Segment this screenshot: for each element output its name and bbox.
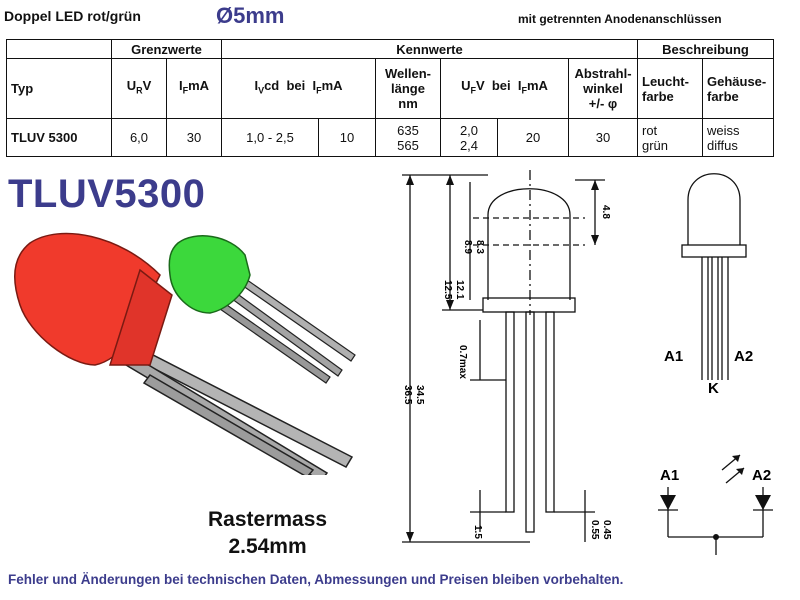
cell-wavelength: 635 565	[375, 118, 441, 157]
cell-if: 30	[166, 118, 222, 157]
schematic-label-a2: A2	[752, 467, 771, 484]
cell-iv: 1,0 - 2,5	[221, 118, 319, 157]
led-dome-outline	[487, 188, 571, 300]
cell-case: weiss diffus	[702, 118, 774, 157]
raster-line-1: Rastermass	[208, 508, 328, 531]
diode-a2-icon	[755, 495, 771, 510]
dimension-drawing: 36.5 34.5 12.5 12.1 8.9 8.3 4.8 0.7max 1…	[402, 170, 612, 543]
group-values: Kennwerte	[221, 39, 638, 59]
dim-1-5: 1.5	[472, 525, 483, 539]
dim-12-5: 12.5	[442, 280, 453, 300]
dim-0-7max: 0.7max	[457, 345, 468, 379]
header-size: Ø5mm	[216, 3, 285, 28]
dim-36-5: 36.5	[402, 385, 413, 405]
schematic-label-a1: A1	[660, 467, 679, 484]
col-type: Typ	[6, 58, 112, 119]
col-iv: IVcd bei IFmA	[221, 58, 376, 119]
col-angle: Abstrahl- winkel +/- φ	[568, 58, 638, 119]
group-description: Beschreibung	[637, 39, 774, 59]
cell-iv-if: 10	[318, 118, 376, 157]
cell-ur: 6,0	[111, 118, 167, 157]
product-title: TLUV5300	[8, 172, 206, 216]
dim-4-8: 4.8	[600, 205, 611, 219]
header-title: Doppel LED rot/grün	[4, 8, 141, 24]
col-if: IFmA	[166, 58, 222, 119]
dim-12-1: 12.1	[454, 280, 465, 300]
col-wavelength: Wellen- länge nm	[375, 58, 441, 119]
dim-8-9: 8.9	[462, 240, 473, 254]
cell-type: TLUV 5300	[6, 118, 112, 157]
footer-disclaimer: Fehler und Änderungen bei technischen Da…	[8, 572, 624, 587]
diode-a1-icon	[660, 495, 676, 510]
dim-34-5: 34.5	[414, 385, 425, 405]
cell-color: rot grün	[637, 118, 703, 157]
col-uf: UFV bei IFmA	[440, 58, 569, 119]
cell-uf: 2,0 2,4	[440, 118, 498, 157]
led-pins	[505, 311, 555, 533]
pin-label-a2: A2	[734, 348, 753, 365]
cell-angle: 30	[568, 118, 638, 157]
red-led-legs	[110, 336, 354, 475]
group-limits: Grenzwerte	[111, 39, 222, 59]
cell-uf-if: 20	[497, 118, 569, 157]
led-flange	[482, 297, 576, 313]
pin-label-a1: A1	[664, 348, 683, 365]
dim-0-45: 0.45	[601, 520, 612, 540]
side-view-dome	[687, 173, 741, 245]
col-case: Gehäuse- farbe	[702, 58, 774, 119]
header-note: mit getrennten Anodenanschlüssen	[518, 12, 722, 26]
pin-label-k: K	[708, 380, 719, 397]
dim-8-3: 8.3	[474, 240, 485, 254]
led-illustration	[14, 232, 356, 475]
raster-line-2: 2.54mm	[228, 535, 307, 558]
col-color: Leucht- farbe	[637, 58, 703, 119]
dim-0-55: 0.55	[589, 520, 600, 540]
red-led	[14, 232, 173, 366]
spec-table: Grenzwerte Kennwerte Beschreibung Typ UR…	[6, 39, 774, 157]
green-led	[168, 235, 251, 314]
pinout-schematic: A1 A2 K A1 A2	[658, 173, 773, 555]
raster-note: Rastermass 2.54mm	[208, 506, 327, 560]
col-ur: URV	[111, 58, 167, 119]
